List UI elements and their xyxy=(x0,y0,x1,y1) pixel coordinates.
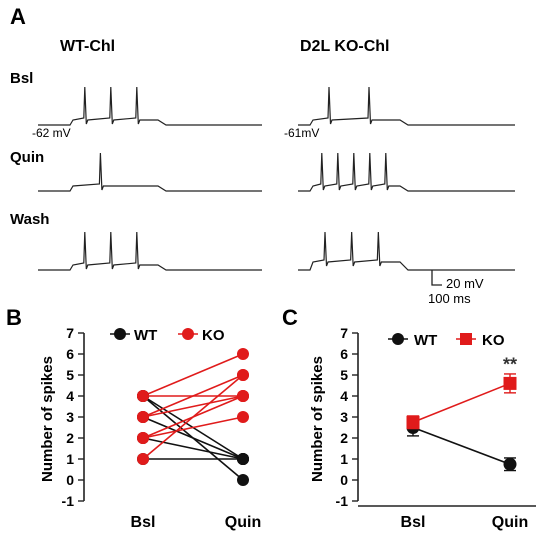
point-ko xyxy=(503,376,517,390)
point-wt xyxy=(237,453,249,465)
row-label-quin: Quin xyxy=(10,149,44,166)
x-tick-label: Quin xyxy=(492,514,528,531)
series-line-wt xyxy=(412,426,511,465)
panel-b-letter: B xyxy=(6,305,22,330)
point-ko xyxy=(237,369,249,381)
pair-line-ko xyxy=(142,374,244,418)
scale-bar-voltage: 20 mV xyxy=(446,276,484,291)
x-tick-label: Bsl xyxy=(131,514,156,531)
panel-c-marks: ** xyxy=(406,354,517,472)
panel-a: A WT-Chl D2L KO-Chl Bsl Quin Wash -62 mV… xyxy=(10,4,515,306)
wt-resting-potential: -62 mV xyxy=(32,126,71,140)
legend-label-wt: WT xyxy=(134,327,157,344)
y-tick-label: -1 xyxy=(336,493,349,509)
legend-label-ko: KO xyxy=(482,332,505,349)
trace-wt-wash xyxy=(38,231,262,271)
wt-column-title: WT-Chl xyxy=(60,38,115,55)
ko-resting-potential: -61mV xyxy=(284,126,319,140)
point-ko xyxy=(137,390,149,402)
y-tick-label: 2 xyxy=(66,430,74,446)
ko-column-title: D2L KO-Chl xyxy=(300,38,389,55)
scale-bar-time: 100 ms xyxy=(428,291,471,306)
x-tick-label: Quin xyxy=(225,514,261,531)
row-label-bsl: Bsl xyxy=(10,70,33,87)
y-tick-label: 2 xyxy=(340,430,348,446)
panel-c-legend: WT KO xyxy=(388,332,505,349)
point-wt xyxy=(237,474,249,486)
y-tick-label: 3 xyxy=(66,409,74,425)
point-ko xyxy=(237,390,249,402)
point-ko xyxy=(237,411,249,423)
pair-line-ko xyxy=(142,395,244,418)
y-tick-label: 5 xyxy=(66,367,74,383)
panel-c-ylabel: Number of spikes xyxy=(309,356,326,482)
y-tick-label: 7 xyxy=(66,325,74,341)
point-ko xyxy=(137,411,149,423)
panel-a-letter: A xyxy=(10,4,26,29)
y-tick-label: 4 xyxy=(66,388,74,404)
pair-line-ko xyxy=(142,353,244,397)
pair-line-wt xyxy=(142,437,244,460)
trace-ko-wash xyxy=(298,231,515,271)
legend-marker-wt xyxy=(114,328,126,340)
panel-b-ylabel: Number of spikes xyxy=(39,356,56,482)
legend-marker-wt xyxy=(392,333,404,345)
legend-label-ko: KO xyxy=(202,327,225,344)
y-tick-label: 0 xyxy=(66,472,74,488)
y-tick-label: 1 xyxy=(66,451,74,467)
series-line-ko xyxy=(412,382,511,423)
y-tick-label: 5 xyxy=(340,367,348,383)
point-ko xyxy=(406,415,420,429)
trace-ko-bsl xyxy=(298,86,515,126)
point-ko xyxy=(137,453,149,465)
panel-b-marks xyxy=(137,348,249,486)
trace-wt-quin xyxy=(38,152,262,192)
significance-marker: ** xyxy=(503,354,517,374)
panel-b-legend: WT KO xyxy=(110,327,225,344)
trace-wt-bsl xyxy=(38,86,262,126)
point-ko xyxy=(237,348,249,360)
scale-bar-lines xyxy=(431,270,442,286)
y-tick-label: 1 xyxy=(340,451,348,467)
x-tick-label: Bsl xyxy=(401,514,426,531)
pair-line-wt xyxy=(142,416,244,460)
row-label-wash: Wash xyxy=(10,211,49,228)
legend-marker-ko xyxy=(182,328,194,340)
point-wt xyxy=(503,457,517,471)
y-tick-label: 7 xyxy=(340,325,348,341)
scale-bar: 20 mV 100 ms xyxy=(428,270,484,306)
trace-ko-quin xyxy=(298,152,515,192)
y-tick-label: 6 xyxy=(66,346,74,362)
y-tick-label: 6 xyxy=(340,346,348,362)
legend-marker-ko xyxy=(460,333,472,345)
y-tick-label: 4 xyxy=(340,388,348,404)
point-ko xyxy=(137,432,149,444)
pair-line-ko xyxy=(142,374,244,460)
y-tick-label: 3 xyxy=(340,409,348,425)
panel-c-letter: C xyxy=(282,305,298,330)
y-tick-label: 0 xyxy=(340,472,348,488)
pair-line-ko xyxy=(142,416,244,439)
y-tick-label: -1 xyxy=(62,493,75,509)
legend-label-wt: WT xyxy=(414,332,437,349)
